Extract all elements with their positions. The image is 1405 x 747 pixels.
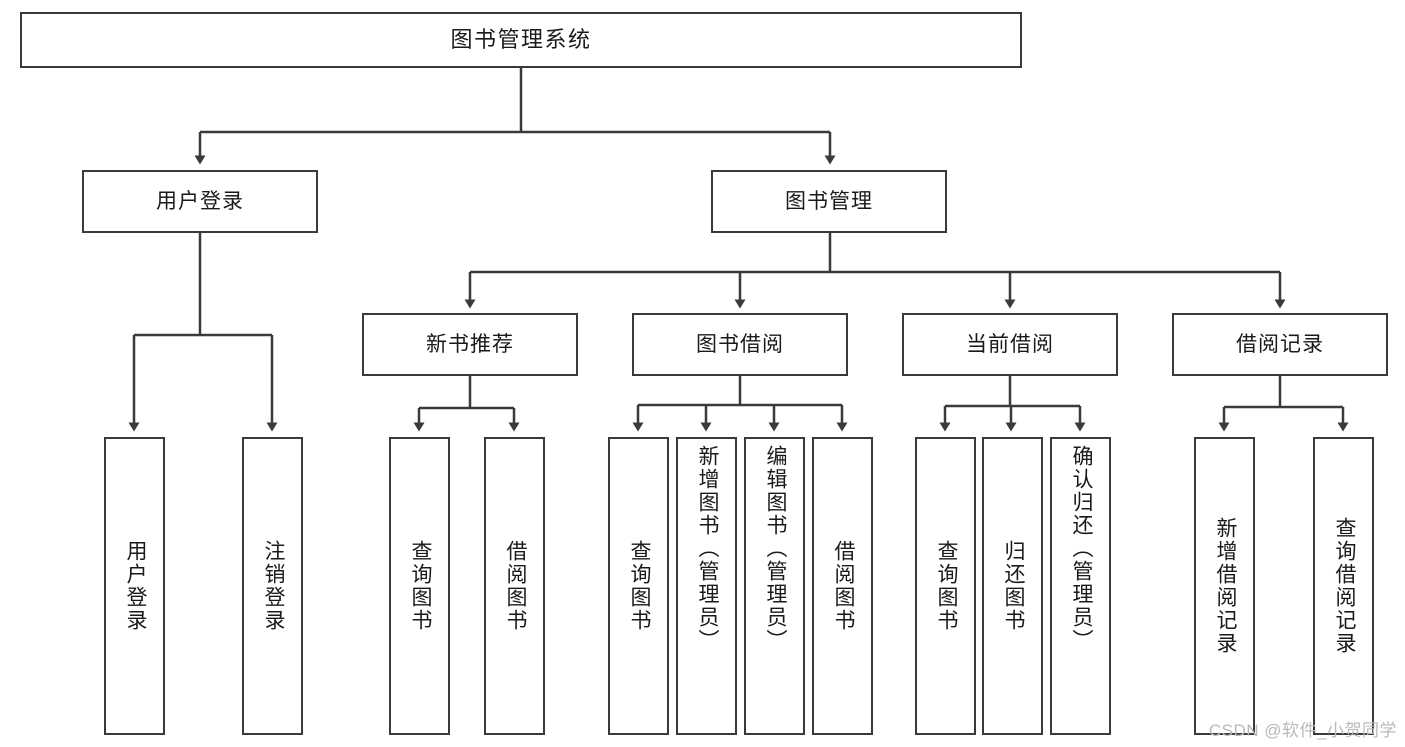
- leaf-borrow-record-1[interactable]: 查询借阅记录: [1313, 437, 1374, 735]
- node-borrow-record[interactable]: 借阅记录: [1172, 313, 1388, 376]
- leaf-user-login-0[interactable]: 用户登录: [104, 437, 165, 735]
- node-root[interactable]: 图书管理系统: [20, 12, 1022, 68]
- leaf-current-borrow-0[interactable]: 查询图书: [915, 437, 976, 735]
- leaf-new-book-rec-1[interactable]: 借阅图书: [484, 437, 545, 735]
- leaf-book-borrow-1[interactable]: 新增图书（管理员）: [676, 437, 737, 735]
- node-new-book-rec[interactable]: 新书推荐: [362, 313, 578, 376]
- leaf-book-borrow-2[interactable]: 编辑图书（管理员）: [744, 437, 805, 735]
- leaf-book-borrow-0[interactable]: 查询图书: [608, 437, 669, 735]
- node-current-borrow[interactable]: 当前借阅: [902, 313, 1118, 376]
- leaf-book-borrow-3[interactable]: 借阅图书: [812, 437, 873, 735]
- watermark-text: CSDN @软件_小贺同学: [1208, 721, 1397, 740]
- leaf-user-login-1[interactable]: 注销登录: [242, 437, 303, 735]
- node-user-login[interactable]: 用户登录: [82, 170, 318, 233]
- node-book-manage[interactable]: 图书管理: [711, 170, 947, 233]
- leaf-borrow-record-0[interactable]: 新增借阅记录: [1194, 437, 1255, 735]
- leaf-current-borrow-2[interactable]: 确认归还（管理员）: [1050, 437, 1111, 735]
- leaf-new-book-rec-0[interactable]: 查询图书: [389, 437, 450, 735]
- node-book-borrow[interactable]: 图书借阅: [632, 313, 848, 376]
- leaf-current-borrow-1[interactable]: 归还图书: [982, 437, 1043, 735]
